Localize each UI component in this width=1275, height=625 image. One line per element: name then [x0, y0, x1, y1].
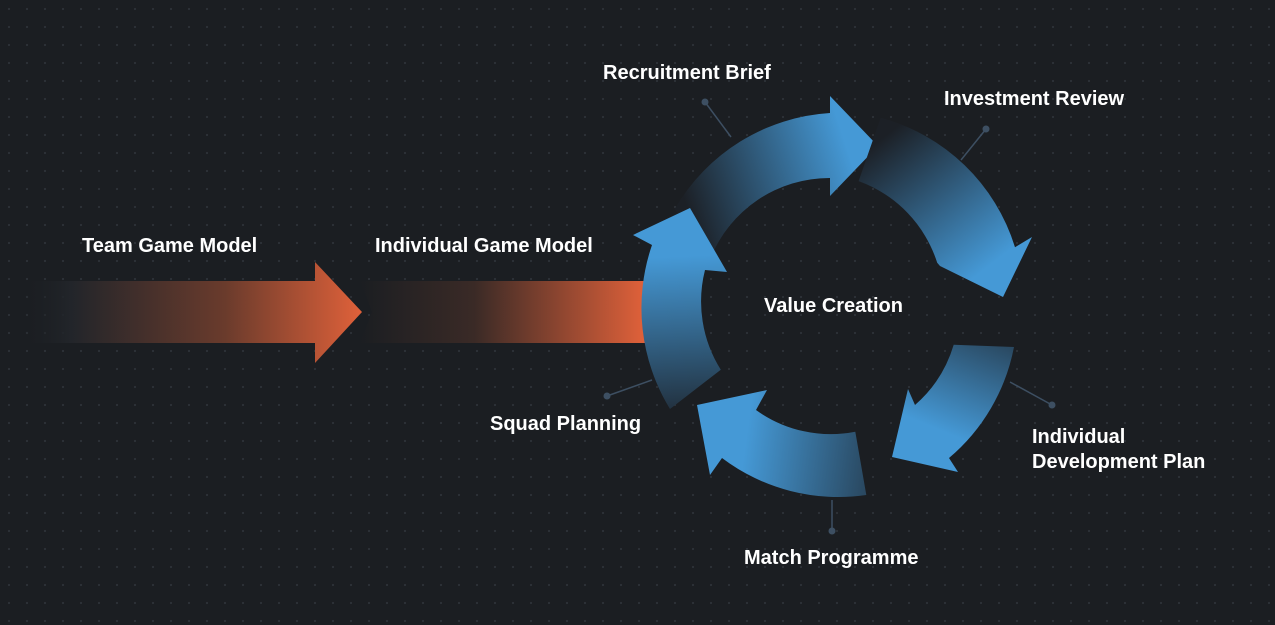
value-cycle: [633, 96, 1032, 498]
leader-dot-icon: [1048, 401, 1056, 409]
leader-dot-icon: [828, 527, 836, 535]
recruitment-brief-label: Recruitment Brief: [603, 62, 771, 84]
individual-game-model-arrow-icon: [360, 281, 645, 343]
leader-dot-icon: [982, 125, 990, 133]
individual-development-plan-label-line2: Development Plan: [1032, 451, 1206, 473]
cycle-arrow-icon: [858, 117, 1032, 297]
leader-line-development-plan: [1009, 381, 1053, 406]
cycle-arrow-icon: [892, 344, 1014, 472]
leader-line-squad-planning: [606, 379, 653, 397]
investment-review-label: Investment Review: [944, 88, 1125, 110]
individual-game-model-label: Individual Game Model: [375, 235, 593, 257]
match-programme-label: Match Programme: [744, 547, 919, 569]
individual-development-plan-label: Individual Development Plan: [1032, 425, 1205, 475]
team-game-model-label: Team Game Model: [82, 235, 258, 257]
cycle-arrow-icon: [697, 390, 867, 498]
value-creation-label: Value Creation: [764, 295, 903, 317]
individual-development-plan-label-line1: Individual: [1032, 426, 1126, 448]
leader-line-recruitment-brief: [704, 101, 732, 138]
cycle-arrow-icon: [674, 96, 878, 259]
team-game-model-arrow-icon: [20, 262, 362, 363]
leader-dot-icon: [603, 392, 611, 400]
leader-line-investment-review: [960, 128, 987, 161]
squad-planning-label: Squad Planning: [490, 413, 642, 435]
cycle-arrow-icon: [633, 208, 727, 409]
leader-lines: [603, 98, 1056, 535]
leader-dot-icon: [701, 98, 709, 106]
